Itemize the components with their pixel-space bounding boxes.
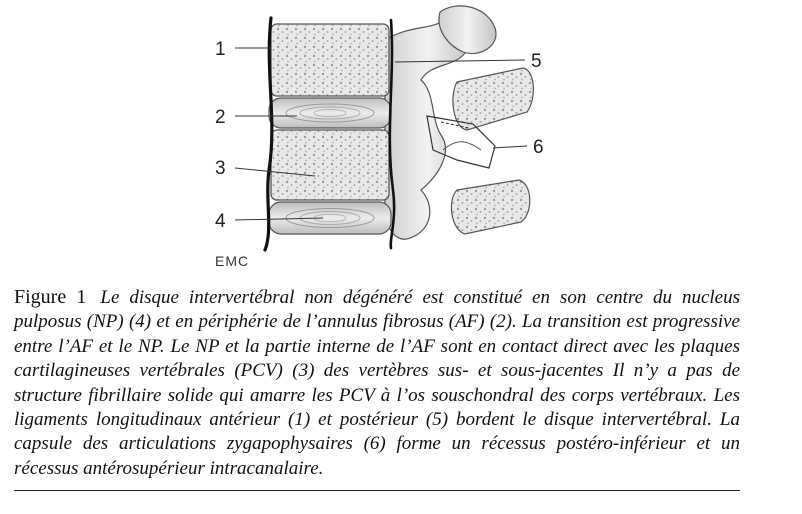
callout-3: 3	[215, 158, 226, 179]
posterior-ligament	[388, 18, 396, 250]
anterior-ligament	[263, 16, 274, 252]
disc-upper	[268, 97, 392, 129]
callout-4: 4	[215, 211, 226, 232]
emc-credit: EMC	[215, 253, 249, 269]
leader-lines	[234, 47, 528, 221]
figure-label: Figure 1	[14, 286, 87, 308]
spine-illustration: 1 2 3 4 5 6 EMC	[215, 5, 544, 269]
callout-5: 5	[531, 51, 542, 72]
vertebral-body-lower	[270, 129, 390, 201]
callout-1: 1	[215, 39, 226, 60]
caption-text: Le disque intervertébral non dégénéré es…	[14, 287, 740, 479]
facet-capsule	[426, 115, 496, 169]
vertebral-body-upper	[270, 23, 390, 97]
disc-lower	[268, 201, 392, 235]
posterior-elements	[384, 5, 534, 240]
callout-6: 6	[533, 137, 544, 158]
callout-2: 2	[215, 107, 226, 128]
caption-rule	[14, 490, 740, 491]
